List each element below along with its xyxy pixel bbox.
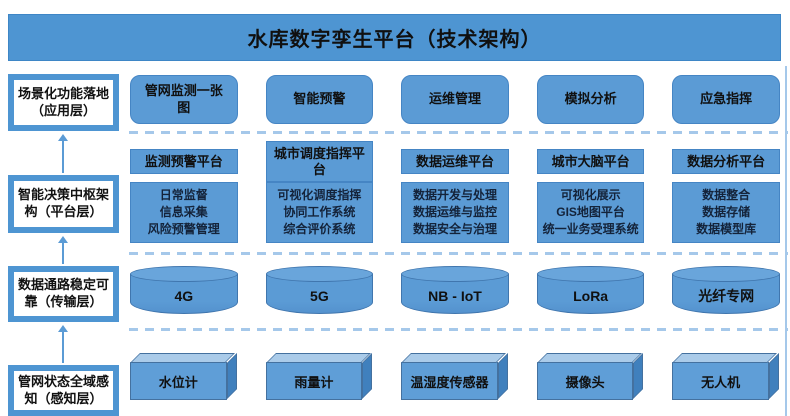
cylinder-top-icon	[265, 266, 374, 282]
transport-cylinder: NB - IoT	[401, 266, 509, 314]
platform-body-item: 风险预警管理	[147, 221, 220, 236]
transport-label: 4G	[174, 288, 194, 304]
transport-label: LoRa	[573, 288, 609, 304]
platform-body-item: 数据整合	[702, 188, 751, 203]
sensing-label: 温湿度传感器	[410, 374, 489, 390]
transport-cylinder: LoRa	[536, 266, 645, 314]
sensing-row: 水位计 雨量计 温湿度传感器 摄像头 无人机	[130, 353, 780, 400]
box-side-face	[362, 353, 373, 399]
cylinder-top-icon	[401, 266, 509, 282]
dashed-separator	[129, 328, 788, 331]
box-side-face	[768, 353, 779, 399]
layer-label-application: 场景化功能落地（应用层）	[8, 74, 119, 131]
transport-label: 5G	[310, 288, 329, 304]
layer-label-text: 智能决策中枢架构（平台层）	[14, 181, 113, 227]
platform-body-item: 日常监督	[159, 188, 208, 203]
layer-label-platform: 智能决策中枢架构（平台层）	[8, 175, 119, 233]
platform-body-item: 信息采集	[159, 205, 208, 220]
layer-label-text: 场景化功能落地（应用层）	[14, 80, 113, 125]
platform-body: 日常监督 信息采集 风险预警管理	[130, 182, 238, 243]
app-box: 智能预警	[265, 75, 374, 124]
platform-body: 可视化展示 GIS地图平台 统一业务受理系统	[536, 182, 645, 243]
platform-body-item: 综合评价系统	[283, 221, 356, 236]
sensing-label: 水位计	[158, 374, 198, 390]
sensing-box: 温湿度传感器	[401, 353, 508, 400]
sensing-label: 无人机	[701, 374, 741, 390]
platform-body-row: 日常监督 信息采集 风险预警管理 可视化调度指挥 协同工作系统 综合评价系统 数…	[130, 182, 780, 243]
platform-header: 监测预警平台	[130, 148, 238, 175]
platform-body-item: 数据存储	[702, 205, 751, 220]
layer-label-text: 数据通路稳定可靠（传输层）	[14, 272, 113, 316]
layer-label-sensing: 管网状态全域感知（感知层）	[8, 365, 119, 416]
transport-cylinder: 5G	[265, 266, 374, 314]
app-box: 模拟分析	[536, 75, 645, 124]
transport-label: 光纤专网	[698, 288, 755, 304]
box-side-face	[226, 353, 237, 399]
app-box: 运维管理	[401, 75, 509, 124]
transport-row: 4G 5G NB - IoT LoRa 光纤专网	[130, 266, 780, 314]
box-top-face	[536, 353, 642, 363]
platform-body-item: 协同工作系统	[283, 205, 356, 220]
platform-header: 数据运维平台	[401, 148, 509, 175]
up-arrow-icon	[58, 236, 68, 264]
cylinder-top-icon	[672, 266, 780, 282]
diagram-title: 水库数字孪生平台（技术架构）	[8, 14, 781, 61]
app-box: 应急指挥	[672, 75, 780, 124]
box-side-face	[497, 353, 508, 399]
platform-body-item: 数据安全与治理	[412, 221, 497, 236]
platform-body-item: GIS地图平台	[556, 205, 625, 220]
layer-label-text: 管网状态全域感知（感知层）	[14, 371, 113, 410]
platform-header: 数据分析平台	[672, 148, 780, 175]
right-edge-line	[785, 66, 787, 416]
application-row: 管网监测一张图 智能预警 运维管理 模拟分析 应急指挥	[130, 75, 780, 124]
platform-body-item: 数据模型库	[696, 221, 757, 236]
platform-header-row: 监测预警平台 城市调度指挥平台 数据运维平台 城市大脑平台 数据分析平台	[130, 141, 780, 183]
transport-cylinder: 4G	[130, 266, 238, 314]
platform-body-item: 可视化展示	[560, 188, 621, 203]
platform-body: 数据开发与处理 数据运维与监控 数据安全与治理	[401, 182, 509, 243]
platform-body-item: 可视化调度指挥	[277, 188, 362, 203]
transport-label: NB - IoT	[428, 288, 482, 304]
box-side-face	[633, 353, 644, 399]
transport-cylinder: 光纤专网	[672, 266, 780, 314]
box-top-face	[672, 353, 777, 363]
layer-label-transport: 数据通路稳定可靠（传输层）	[8, 266, 119, 322]
box-top-face	[130, 353, 235, 363]
platform-header: 城市调度指挥平台	[265, 141, 374, 183]
cylinder-top-icon	[130, 266, 238, 282]
dashed-separator	[129, 252, 788, 255]
up-arrow-icon	[58, 325, 68, 363]
platform-body: 可视化调度指挥 协同工作系统 综合评价系统	[265, 182, 374, 243]
app-box: 管网监测一张图	[130, 75, 238, 124]
sensing-label: 雨量计	[294, 374, 334, 390]
sensing-box: 雨量计	[265, 353, 373, 400]
sensing-box: 水位计	[130, 353, 237, 400]
box-top-face	[401, 353, 506, 363]
cylinder-top-icon	[536, 266, 645, 282]
box-top-face	[265, 353, 371, 363]
sensing-box: 无人机	[672, 353, 779, 400]
dashed-separator	[129, 131, 788, 134]
platform-header: 城市大脑平台	[536, 148, 645, 175]
platform-body-item: 数据开发与处理	[412, 188, 497, 203]
platform-body-item: 数据运维与监控	[412, 205, 497, 220]
up-arrow-icon	[58, 134, 68, 173]
sensing-label: 摄像头	[565, 374, 605, 390]
sensing-box: 摄像头	[536, 353, 644, 400]
platform-body: 数据整合 数据存储 数据模型库	[672, 182, 780, 243]
platform-body-item: 统一业务受理系统	[542, 221, 639, 236]
